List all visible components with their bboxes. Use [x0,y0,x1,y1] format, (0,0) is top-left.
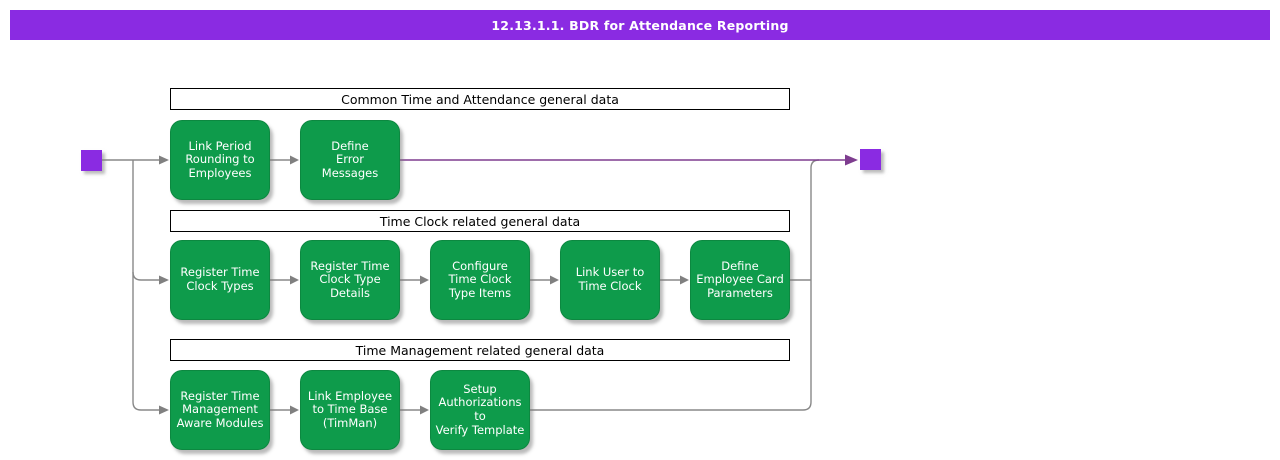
arrowhead-row3-a [290,405,299,415]
section-header-time-management: Time Management related general data [170,339,790,361]
activity-register-time-management-aware-modules[interactable]: Register Time Management Aware Modules [170,370,270,450]
activity-link-period-rounding-to-employees[interactable]: Link Period Rounding to Employees [170,120,270,200]
connector-branch-row2 [132,271,159,281]
arrowhead-row1-a [290,155,299,165]
activity-configure-time-clock-type-items[interactable]: Configure Time Clock Type Items [430,240,530,320]
activity-register-time-clock-types[interactable]: Register Time Clock Types [170,240,270,320]
arrowhead-row2-b [420,275,429,285]
arrowhead-row2-c [550,275,559,285]
activity-define-error-messages[interactable]: Define Error Messages [300,120,400,200]
start-node [81,150,102,171]
arrowhead-row2-d [680,275,689,285]
arrowhead-end [845,154,858,166]
arrowhead-row3-in [159,405,169,415]
arrowhead-row1-in [159,155,169,165]
activity-define-employee-card-parameters[interactable]: Define Employee Card Parameters [690,240,790,320]
section-header-time-clock: Time Clock related general data [170,210,790,232]
activity-register-time-clock-type-details[interactable]: Register Time Clock Type Details [300,240,400,320]
arrowhead-row3-b [420,405,429,415]
activity-link-user-to-time-clock[interactable]: Link User to Time Clock [560,240,660,320]
end-node [860,149,881,170]
activity-setup-authorizations-to-verify-template[interactable]: Setup Authorizations to Verify Template [430,370,530,450]
section-header-common-time-attendance: Common Time and Attendance general data [170,88,790,110]
arrowhead-row2-a [290,275,299,285]
diagram-title: 12.13.1.1. BDR for Attendance Reporting [491,17,789,33]
connector-left-vertical [132,160,159,411]
activity-link-employee-to-time-base[interactable]: Link Employee to Time Base (TimMan) [300,370,400,450]
arrowhead-row2-in [159,275,169,285]
diagram-title-bar: 12.13.1.1. BDR for Attendance Reporting [10,10,1270,40]
